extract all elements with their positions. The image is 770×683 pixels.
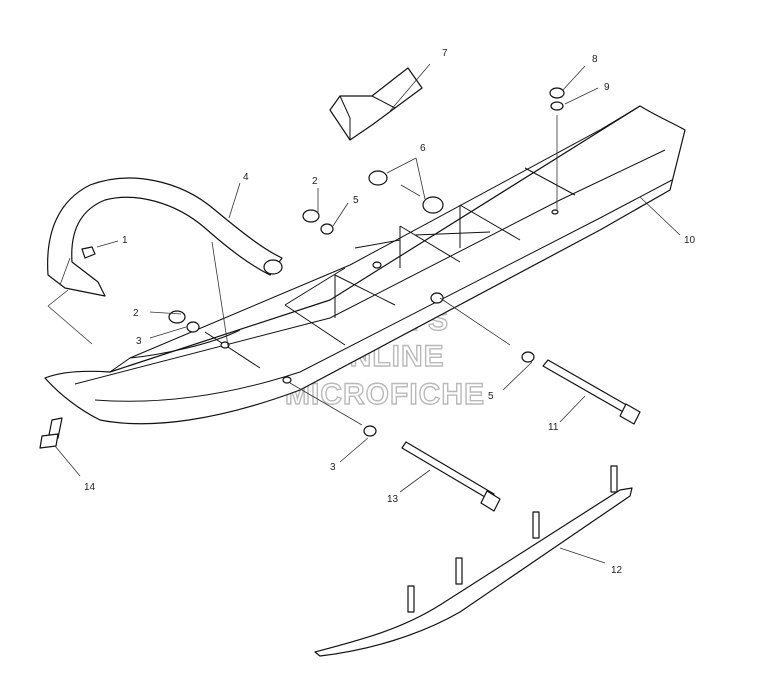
callout-10: 10 [684, 235, 696, 246]
part-12-wear-bar[interactable] [314, 465, 633, 657]
watermark-line-3: MICROFICHE [285, 378, 485, 411]
callout-6: 6 [420, 143, 426, 154]
callout-7: 7 [442, 48, 448, 59]
callout-8: 8 [592, 54, 598, 65]
leader-lines [47, 63, 681, 564]
callout-3b: 3 [330, 462, 336, 473]
callout-14: 14 [84, 482, 96, 493]
callout-4: 4 [243, 172, 249, 183]
callout-5b: 5 [488, 391, 494, 402]
callouts: 1 2 2 3 3 4 5 5 6 7 8 9 10 11 12 13 14 [84, 48, 696, 576]
callout-2b: 2 [133, 308, 139, 319]
callout-5a: 5 [353, 195, 359, 206]
callout-2a: 2 [312, 176, 318, 187]
fasteners[interactable] [81, 87, 565, 437]
callout-9: 9 [604, 82, 610, 93]
part-6-bushings[interactable] [368, 170, 444, 214]
callout-11: 11 [548, 422, 559, 433]
ski-body[interactable] [44, 105, 686, 425]
callout-3a: 3 [136, 336, 142, 347]
ski-loop[interactable] [47, 177, 283, 297]
callout-1: 1 [122, 235, 128, 246]
part-13-bolt[interactable] [401, 441, 501, 512]
part-7-wear-bar-block[interactable] [329, 67, 423, 141]
callout-13: 13 [387, 494, 399, 505]
part-14-bolt[interactable] [39, 417, 63, 449]
callout-12: 12 [611, 565, 623, 576]
part-11-bolt[interactable] [542, 359, 641, 425]
